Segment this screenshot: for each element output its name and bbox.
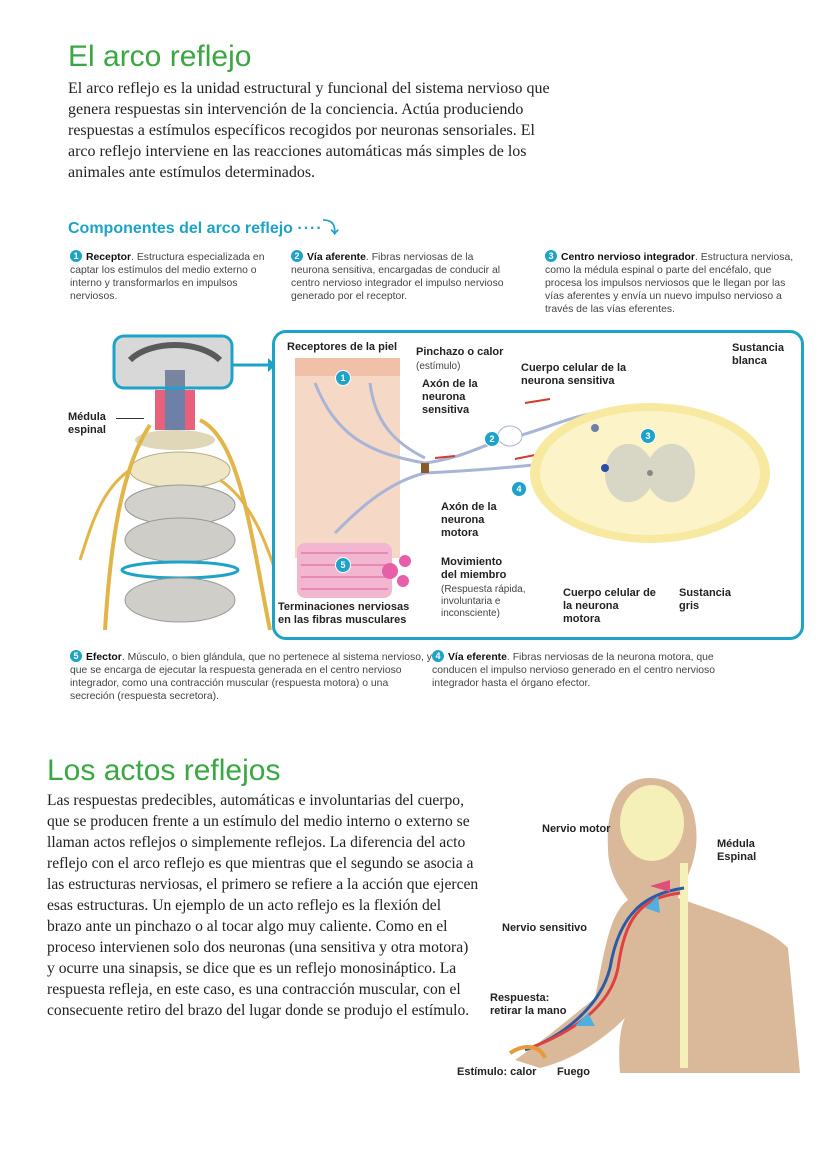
label-medula-espinal-2: Médula Espinal [717, 838, 757, 863]
label-movimiento: Movimiento del miembro [441, 556, 507, 581]
marker-1: 1 [335, 370, 351, 386]
components-heading: Componentes del arco reflejo ····⤵ [68, 220, 340, 237]
label-receptores: Receptores de la piel [287, 341, 398, 353]
number-badge: 5 [70, 650, 82, 662]
marker-4: 4 [511, 481, 527, 497]
label-sustancia-gris: Sustancia gris [679, 587, 731, 612]
label-respuesta-desc: (Respuesta rápida, involuntaria e incons… [441, 584, 526, 619]
number-badge: 4 [432, 650, 444, 662]
label-axon-sensitiva: Axón de la neurona sensitiva [422, 378, 478, 416]
spine-illustration [70, 330, 280, 642]
label-sustancia-blanca: Sustancia blanca [732, 342, 784, 367]
label-nervio-motor: Nervio motor [542, 823, 611, 835]
number-badge: 2 [291, 250, 303, 262]
section-title-actos-reflejos: Los actos reflejos [47, 754, 281, 787]
marker-5: 5 [335, 557, 351, 573]
label-axon-motora: Axón de la neurona motora [441, 501, 497, 539]
label-medula-espinal: Médula espinal [68, 411, 106, 436]
number-badge: 3 [545, 250, 557, 262]
marker-3: 3 [640, 428, 656, 444]
label-pinchazo: Pinchazo o calor [416, 346, 504, 358]
body-reflex-figure [508, 778, 800, 1073]
leader-line [116, 418, 144, 419]
number-badge: 1 [70, 250, 82, 262]
connector-arrow-icon [232, 358, 276, 372]
actos-paragraph: Las respuestas predecibles, automáticas … [47, 792, 479, 1019]
label-nervio-sensitivo: Nervio sensitivo [502, 922, 587, 934]
label-cuerpo-sensitiva: Cuerpo celular de la neurona sensitiva [521, 362, 627, 387]
section-title-arco-reflejo: El arco reflejo [68, 40, 252, 73]
dotted-arrow-icon: ····⤵ [297, 220, 340, 237]
intro-paragraph: El arco reflejo es la unidad estructural… [68, 80, 550, 181]
label-respuesta: Respuesta: retirar la mano [490, 992, 567, 1017]
label-fuego: Fuego [557, 1066, 590, 1078]
marker-2: 2 [484, 431, 500, 447]
label-cuerpo-motora: Cuerpo celular de la neurona motora [563, 587, 656, 625]
label-estimulo: (estímulo) [416, 361, 461, 372]
label-terminaciones: Terminaciones nerviosas en las fibras mu… [278, 601, 410, 626]
label-estimulo-calor: Estímulo: calor [457, 1066, 537, 1078]
reflex-arc-drawing [295, 358, 770, 598]
